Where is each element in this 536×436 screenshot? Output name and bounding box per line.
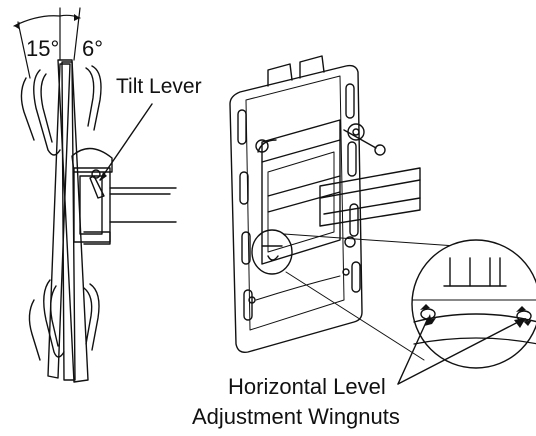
wingnut-detail-callout [283, 233, 536, 385]
forward-angle-arc [13, 15, 61, 27]
tilt-lever-label: Tilt Lever [116, 75, 202, 98]
wingnuts-label-line1: Horizontal Level [228, 374, 386, 399]
callout-line-bottom [285, 271, 425, 361]
detail-magnifier-circle [411, 239, 536, 369]
tilt-lever-leader-line [99, 103, 153, 181]
wall-plate-isometric [229, 55, 421, 354]
tilt-lever-handle [89, 175, 105, 199]
back-tilt-line [73, 7, 81, 61]
callout-line-top [283, 233, 457, 247]
forward-tilt-angle-label: 15° [26, 36, 60, 61]
side-view-tilt-mount [13, 7, 177, 383]
forward-tilt-line [17, 21, 31, 79]
wingnuts-label-line2: Adjustment Wingnuts [192, 404, 400, 429]
left-wingnut-pointer [397, 317, 429, 385]
right-wingnut-pointer [397, 319, 523, 385]
back-tilt-angle-label: 6° [82, 36, 104, 61]
